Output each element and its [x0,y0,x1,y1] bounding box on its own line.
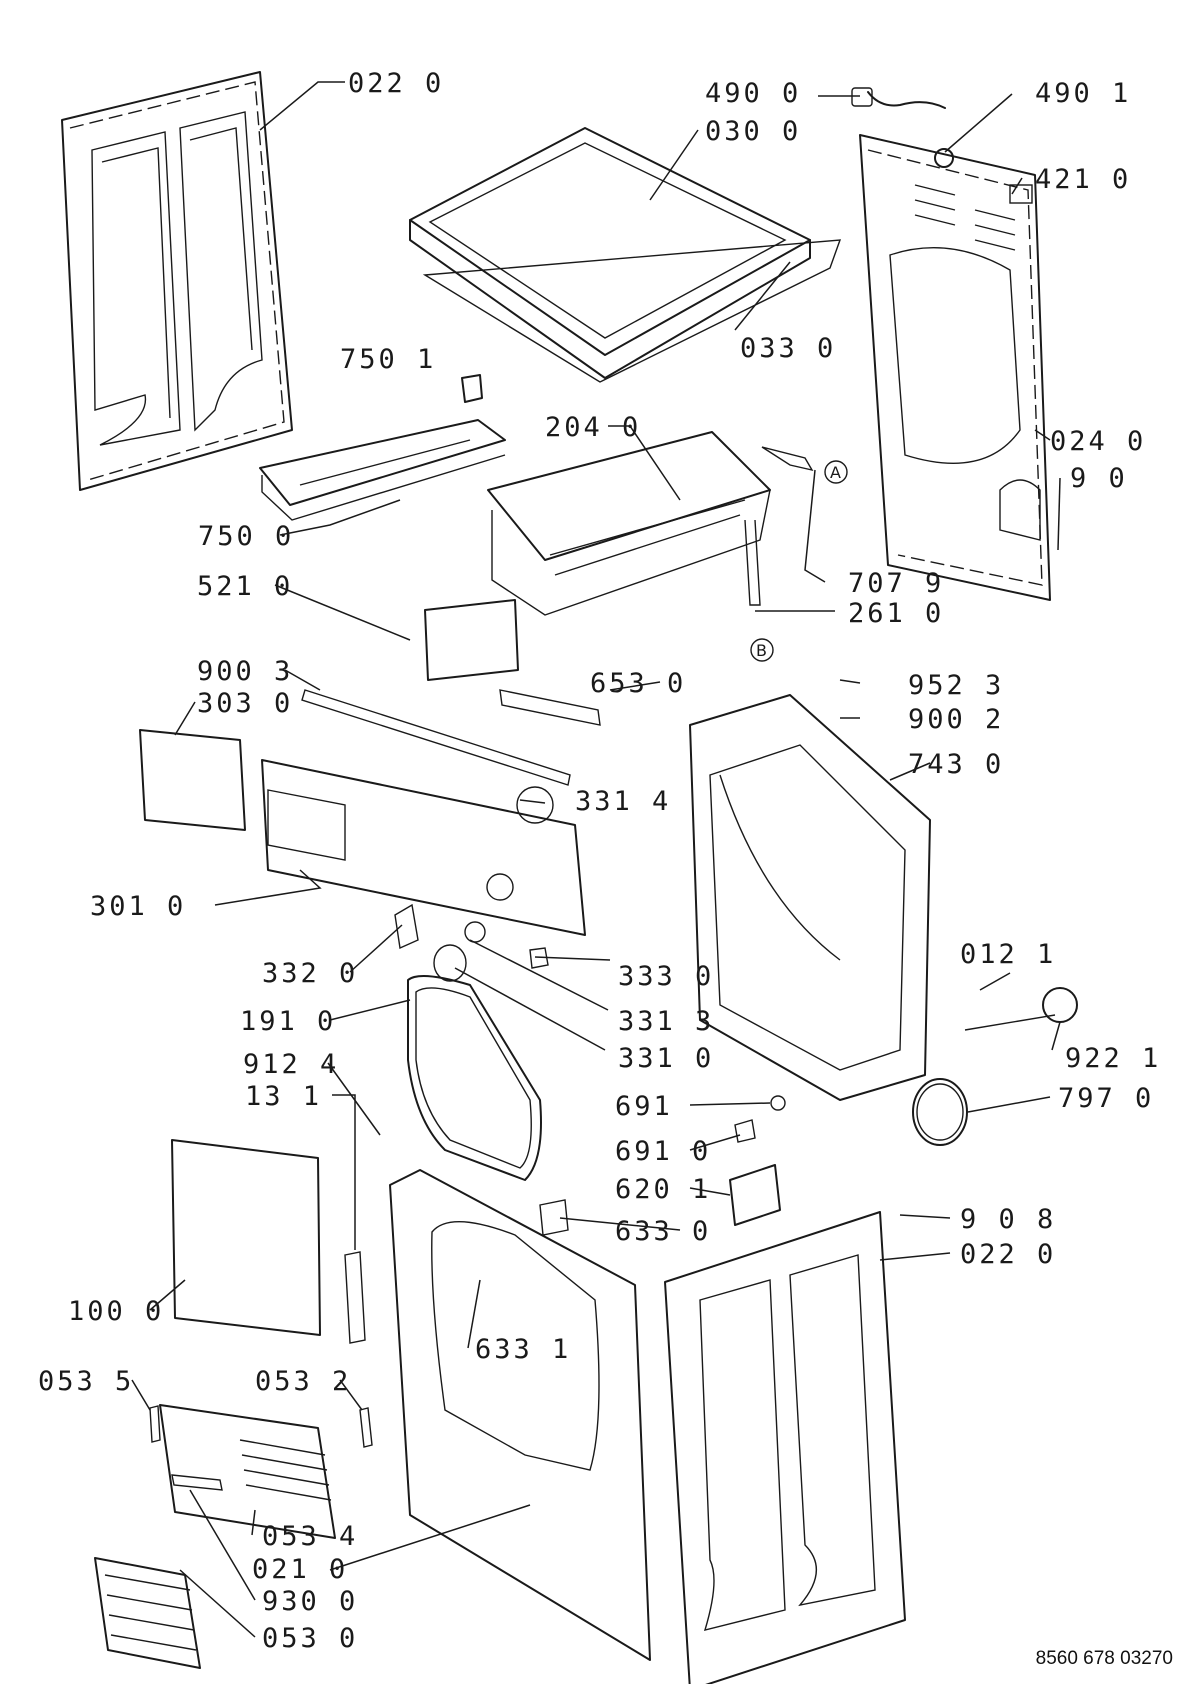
callout-900-2: 900 2 [908,704,1004,735]
callout-743-0: 743 0 [908,749,1004,780]
callout-024-0: 024 0 [1050,426,1146,457]
marker-b: B [750,638,774,662]
ring-691 [770,1095,786,1111]
callout-331-4: 331 4 [575,786,671,817]
callout-691: 691 [615,1091,673,1122]
drum-housing [689,694,964,1141]
door-gasket [407,975,542,1181]
knob-331-3 [464,921,486,943]
cap-750-1 [461,374,483,403]
switch-332-0 [394,903,419,950]
dispenser-drawer [139,729,246,831]
valve-691-0 [734,1119,756,1143]
callout-333-0: 333 0 [618,961,714,992]
callout-332-0: 332 0 [262,958,358,989]
door-100-0 [171,1139,321,1336]
callout-521-0: 521 0 [197,571,293,602]
callout-331-0: 331 0 [618,1043,714,1074]
callout-653-0: 653 0 [590,668,686,699]
hose-707-9 [761,446,814,472]
marker-a-label: A [830,463,841,482]
callout-620-1: 620 1 [615,1174,711,1205]
callout-100-0: 100 0 [68,1296,164,1327]
callout-490-0: 490 0 [705,78,801,109]
callout-490-1: 490 1 [1035,78,1131,109]
control-panel [261,759,586,936]
latch-633-0 [539,1199,569,1236]
power-cord [851,87,954,168]
pulley-922-1 [1042,987,1078,1023]
callout-633-1: 633 1 [475,1334,571,1365]
callout-797-0: 797 0 [1058,1083,1154,1114]
callout-030-0: 030 0 [705,116,801,147]
callout-900-3: 900 3 [197,656,293,687]
callout-022-0-top: 022 0 [348,68,444,99]
hinge-13-1 [344,1251,366,1344]
callout-13-1: 13 1 [245,1081,322,1112]
rear-panel [859,134,1051,601]
bracket-653-0 [499,689,601,726]
callout-750-0: 750 0 [198,521,294,552]
clip-333-0 [529,947,549,969]
top-rail-750 [259,419,506,521]
callout-021-0: 021 0 [252,1554,348,1585]
filter-053-0 [94,1557,201,1669]
callout-9-0-8: 9 0 8 [960,1204,1056,1235]
callout-750-1: 750 1 [340,344,436,375]
callout-191-0: 191 0 [240,1006,336,1037]
callout-9-0: 9 0 [1070,463,1128,494]
callout-331-3: 331 3 [618,1006,714,1037]
top-cover [409,127,842,383]
callout-691-0: 691 0 [615,1136,711,1167]
ring-797-0 [912,1078,968,1146]
document-number: 8560 678 03270 [1035,1648,1173,1669]
water-container [487,431,771,616]
callout-421-0: 421 0 [1035,164,1131,195]
callout-301-0: 301 0 [90,891,186,922]
marker-b-label: B [756,641,767,660]
callout-053-0: 053 0 [262,1623,358,1654]
clip-053-2 [359,1407,373,1448]
clip-053-5 [149,1405,161,1443]
callout-033-0: 033 0 [740,333,836,364]
side-panel-left [61,71,293,491]
marker-a: A [824,460,848,484]
callout-053-2: 053 2 [255,1366,351,1397]
front-panel [389,1169,651,1661]
callout-930-0: 930 0 [262,1586,358,1617]
callout-707-9: 707 9 [848,568,944,599]
grille-053-4 [159,1404,336,1539]
callout-204-0: 204 0 [545,412,641,443]
rod-900-3 [301,689,571,786]
callout-053-5: 053 5 [38,1366,134,1397]
knob-331-0 [433,944,467,982]
side-panel-right [664,1211,906,1684]
callout-053-4: 053 4 [262,1521,358,1552]
callout-922-1: 922 1 [1065,1043,1161,1074]
callout-261-0: 261 0 [848,598,944,629]
callout-012-1: 012 1 [960,939,1056,970]
pump-620-1 [729,1164,781,1226]
callout-952-3: 952 3 [908,670,1004,701]
control-board [424,599,519,681]
callout-912-4: 912 4 [243,1049,339,1080]
callout-633-0: 633 0 [615,1216,711,1247]
callout-303-0: 303 0 [197,688,293,719]
callout-022-0: 022 0 [960,1239,1056,1270]
shaft-012-1 [964,1014,1056,1031]
bracket-930-0 [171,1474,223,1491]
